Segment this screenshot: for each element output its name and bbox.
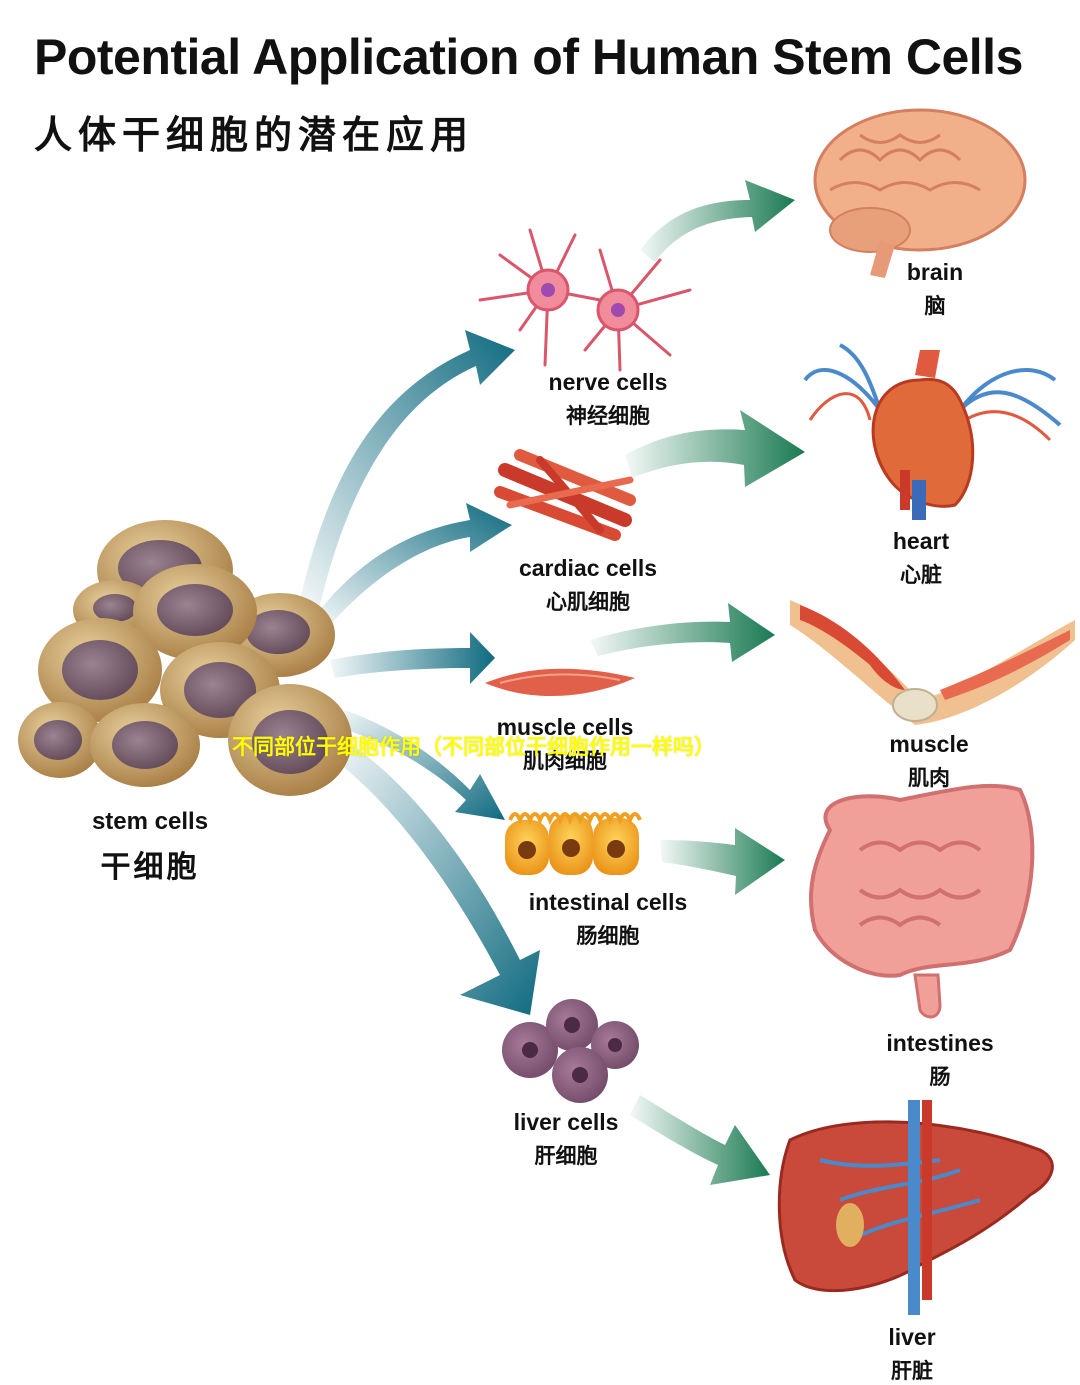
brain-image: [813, 108, 1027, 278]
muscle-organ-label-zh: 肌肉: [907, 766, 950, 790]
liver-organ-label: liver 肝脏: [888, 1324, 935, 1385]
page-subtitle-zh: 人体干细胞的潜在应用: [34, 113, 475, 157]
cardiac-cells-image: [494, 449, 636, 541]
brain-label: brain 脑: [907, 259, 963, 320]
heart-label: heart 心脏: [893, 528, 949, 589]
cardiac-cells-label-en: cardiac cells: [518, 555, 658, 581]
liver-cells-image: [502, 999, 639, 1103]
stem-cells-label: stem cells 干细胞: [92, 808, 208, 886]
cardiac-cells-label: cardiac cells 心肌细胞: [519, 555, 657, 616]
intestinal-cells-label-zh: 肠细胞: [576, 924, 640, 948]
arrow-to-intestinal: [340, 710, 505, 820]
stem-to-cell-arrows: [300, 330, 540, 1015]
cardiac-cells-label-zh: 心肌细胞: [545, 590, 630, 614]
intestines-image: [808, 783, 1035, 1019]
heart-label-zh: 心脏: [900, 563, 942, 587]
arrow-to-muscle: [330, 632, 495, 684]
arrow-to-heart: [625, 410, 805, 487]
stem-cells-label-zh: 干细胞: [100, 850, 200, 885]
heart-label-en: heart: [892, 528, 950, 554]
arrow-to-liver: [335, 740, 540, 1015]
nerve-cells-image: [478, 228, 692, 372]
nerve-cells-label-en: nerve cells: [548, 369, 668, 395]
page-title: Potential Application of Human Stem Cell…: [34, 29, 1023, 85]
liver-cells-label-zh: 肝细胞: [534, 1144, 598, 1168]
arrow-to-intestines: [660, 828, 785, 895]
arrow-to-liver-organ: [630, 1095, 770, 1185]
intestines-label-zh: 肠: [929, 1065, 951, 1089]
stem-cells-label-en: stem cells: [91, 808, 209, 835]
muscle-cells-image: [485, 668, 635, 696]
intestines-label: intestines 肠: [886, 1030, 993, 1091]
muscle-organ-label-en: muscle: [889, 731, 969, 757]
stem-cells-cluster: [18, 520, 352, 796]
muscle-cells-label-en: muscle cells: [496, 714, 634, 740]
nerve-cells-label-zh: 神经细胞: [565, 404, 650, 428]
muscle-cells-label-zh: 肌肉细胞: [523, 749, 607, 773]
muscle-organ-image: [790, 600, 1075, 725]
arrow-to-cardiac: [320, 503, 512, 625]
heart-image: [803, 343, 1062, 520]
liver-cells-label-en: liver cells: [513, 1109, 619, 1135]
arrow-to-muscle-organ: [590, 603, 775, 662]
brain-label-en: brain: [906, 259, 964, 285]
overlay-caption: 不同部位干细胞作用（不同部位干细胞作用一样吗）: [232, 735, 715, 759]
liver-organ-label-zh: 肝脏: [890, 1359, 933, 1383]
intestinal-cells-label: intestinal cells 肠细胞: [529, 889, 688, 950]
nerve-cells-label: nerve cells 神经细胞: [549, 369, 668, 430]
liver-organ-label-en: liver: [888, 1324, 936, 1350]
liver-organ-image: [777, 1100, 1054, 1315]
intestinal-cells-label-en: intestinal cells: [528, 889, 688, 915]
arrow-to-brain: [640, 180, 795, 262]
muscle-organ-label: muscle 肌肉: [889, 731, 968, 792]
liver-cells-label: liver cells 肝细胞: [514, 1109, 619, 1170]
muscle-cells-label: muscle cells 肌肉细胞: [497, 714, 634, 775]
brain-label-zh: 脑: [924, 294, 946, 318]
intestines-label-en: intestines: [886, 1030, 994, 1056]
cell-to-organ-arrows: [590, 180, 805, 1185]
arrow-to-nerve: [300, 330, 515, 605]
intestinal-cells-image: [505, 812, 642, 875]
